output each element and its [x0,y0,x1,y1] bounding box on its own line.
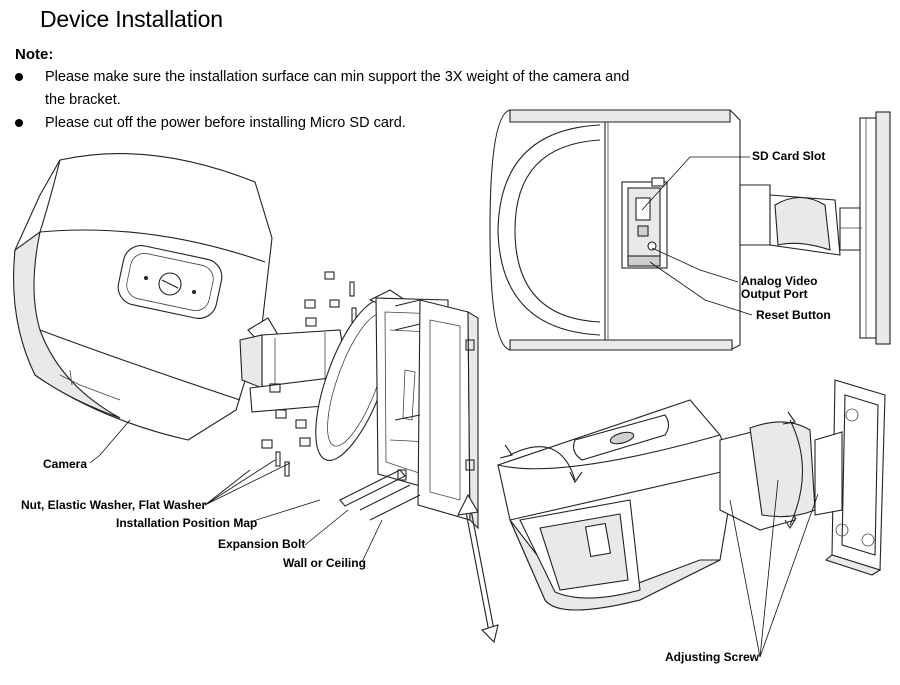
side-view-leader-lines [641,156,753,316]
side-view-drawing [489,109,891,351]
adjustment-view-drawing [457,379,886,644]
label-reset-button: Reset Button [756,308,831,322]
bullet-icon [15,119,23,127]
label-wall-or-ceiling: Wall or Ceiling [283,556,366,570]
label-expansion-bolt: Expansion Bolt [218,537,306,551]
label-sd-card-slot: SD Card Slot [752,149,826,163]
label-camera: Camera [43,457,88,471]
note-text: the bracket. [45,92,121,108]
left-leader-lines [89,419,383,563]
label-analog-video-line1: Analog Video [741,274,818,288]
bullet-icon [15,73,23,81]
label-adjusting-screw: Adjusting Screw [665,650,760,664]
label-nut-washer: Nut, Elastic Washer, Flat Washer [21,498,207,512]
note-label: Note: [15,46,54,63]
label-analog-video-line2: Output Port [741,287,808,301]
adjusting-screw-leader-lines [729,479,819,658]
label-installation-position-map: Installation Position Map [116,516,258,530]
exploded-camera-drawing [13,153,479,530]
note-text: Please cut off the power before installi… [45,115,406,131]
page-title: Device Installation [40,6,223,32]
note-text: Please make sure the installation surfac… [45,69,630,85]
